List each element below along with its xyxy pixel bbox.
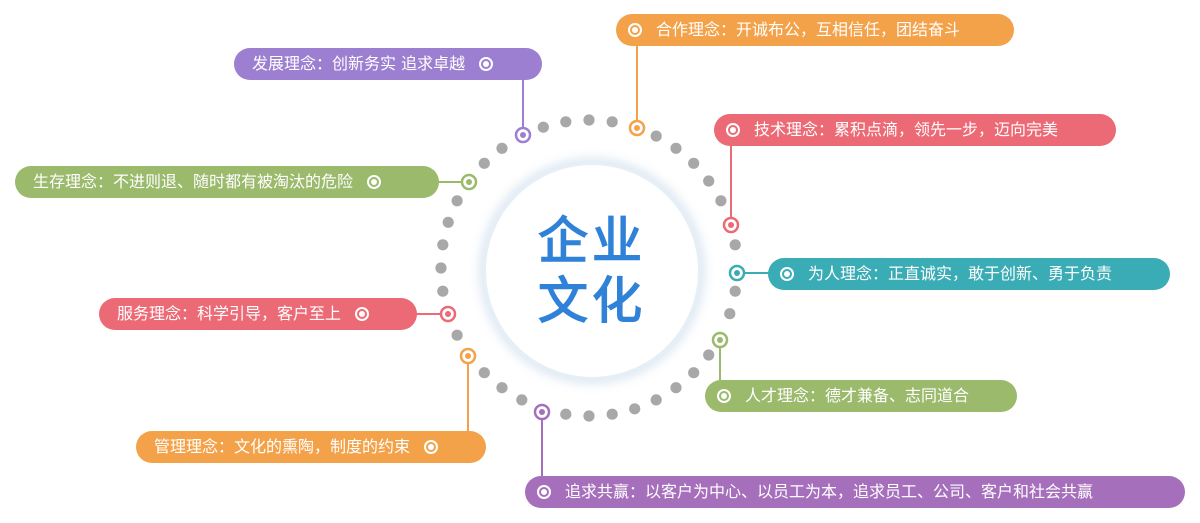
ring-dot	[516, 394, 528, 406]
concept-management: 管理理念：文化的熏陶，制度的约束	[136, 431, 486, 463]
ring-dot	[688, 157, 700, 169]
ring-dot	[496, 142, 508, 154]
ring-dot	[435, 262, 447, 274]
ring-dot	[703, 175, 715, 187]
ring-dot	[670, 142, 682, 154]
concept-cooperation: 合作理念：开诚布公，互相信任，团结奋斗	[616, 14, 1014, 46]
ring-dot	[437, 239, 449, 251]
concept-label: 服务理念：科学引导，客户至上	[117, 304, 342, 323]
ring-dot	[715, 195, 727, 207]
concept-survival: 生存理念：不进则退、随时都有被淘汰的危险	[15, 166, 439, 198]
ring-dot	[451, 195, 463, 207]
concept-development: 发展理念：创新务实 追求卓越	[234, 48, 542, 80]
bullet-target-icon	[479, 57, 494, 71]
concept-service: 服务理念：科学引导，客户至上	[99, 298, 417, 330]
ring-dot	[560, 408, 572, 420]
concept-label: 为人理念：正直诚实，敢于创新、勇于负责	[808, 264, 1113, 283]
concept-label: 追求共赢：以客户为中心、以员工为本，追求员工、公司、客户和社会共赢	[565, 482, 1094, 501]
ring-dot	[606, 408, 618, 420]
ring-dot	[451, 329, 463, 341]
ring-dot	[650, 130, 662, 142]
ring-dot	[478, 367, 490, 379]
ring-dot	[629, 403, 641, 415]
bullet-target-icon	[537, 485, 551, 499]
bullet-target-icon	[355, 307, 370, 321]
concept-technology: 技术理念：累积点滴，领先一步，迈向完美	[714, 114, 1116, 146]
ring-dot	[606, 116, 618, 128]
ring-marker-core	[539, 409, 545, 415]
ring-dot	[670, 382, 682, 394]
ring-dot	[583, 114, 595, 126]
ring-dot	[724, 308, 736, 320]
bullet-target-icon	[628, 23, 642, 37]
ring-dot	[537, 121, 549, 133]
center-title-line-1: 企业	[538, 212, 646, 270]
ring-marker-core	[728, 222, 734, 228]
concept-conduct: 为人理念：正直诚实，敢于创新、勇于负责	[768, 258, 1170, 290]
ring-marker-core	[717, 337, 723, 343]
bullet-target-icon	[717, 389, 731, 403]
ring-dot	[703, 349, 715, 361]
concept-label: 人才理念：德才兼备、志同道合	[745, 386, 970, 405]
ring-marker-core	[520, 132, 526, 138]
ring-dot	[650, 394, 662, 406]
ring-dot	[478, 157, 490, 169]
ring-dot	[437, 285, 449, 297]
concept-label: 技术理念：累积点滴，领先一步，迈向完美	[754, 120, 1059, 139]
ring-dot	[560, 116, 572, 128]
bullet-target-icon	[367, 175, 382, 189]
concept-label: 发展理念：创新务实 追求卓越	[252, 54, 466, 73]
bullet-target-icon	[726, 123, 740, 137]
ring-dot	[688, 367, 700, 379]
ring-dot	[442, 216, 454, 228]
ring-dot	[729, 239, 741, 251]
center-title-line-2: 文化	[538, 272, 646, 330]
concept-label: 生存理念：不进则退、随时都有被淘汰的危险	[33, 172, 354, 191]
bullet-target-icon	[780, 267, 794, 281]
ring-dot	[496, 382, 508, 394]
ring-marker-core	[634, 125, 640, 131]
concept-label: 合作理念：开诚布公，互相信任，团结奋斗	[656, 20, 961, 39]
ring-marker-core	[466, 179, 472, 185]
center-hub: 企业 文化	[483, 162, 701, 380]
ring-dot	[729, 285, 741, 297]
bullet-target-icon	[424, 440, 439, 454]
concept-winwin: 追求共赢：以客户为中心、以员工为本，追求员工、公司、客户和社会共赢	[525, 476, 1185, 508]
ring-marker-core	[465, 353, 471, 359]
ring-dot	[583, 410, 595, 422]
ring-marker-core	[445, 311, 451, 317]
ring-marker-core	[734, 270, 740, 276]
concept-talent: 人才理念：德才兼备、志同道合	[705, 380, 1017, 412]
concept-label: 管理理念：文化的熏陶，制度的约束	[154, 437, 411, 456]
